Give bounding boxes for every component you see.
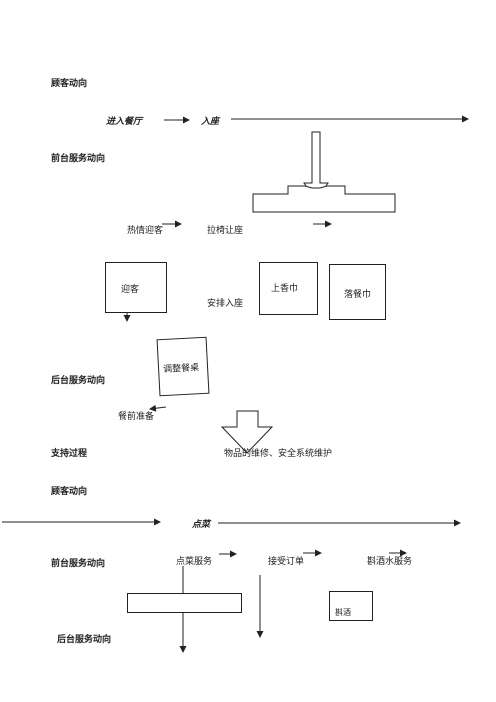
- seat-bar-shape: [252, 185, 396, 213]
- step-order-service: 点菜服务: [176, 557, 213, 567]
- step-accept-order: 接受订单: [268, 557, 305, 567]
- step-warm-welcome: 热情迎客: [127, 226, 164, 236]
- section-back-service: 后台服务动向: [51, 376, 106, 386]
- box-remove-cover: 落餐巾: [329, 264, 386, 320]
- box-remove-cover-label: 落餐巾: [344, 290, 372, 300]
- box-greet-label: 迎客: [121, 285, 140, 295]
- section-front-service-2: 前台服务动向: [51, 559, 106, 569]
- step-pull-chair: 拉椅让座: [207, 226, 244, 236]
- box-adjust-table: 调整餐桌: [156, 336, 210, 397]
- section-guest-flow-2: 顾客动向: [51, 487, 88, 497]
- box-towel: 上香巾: [259, 262, 318, 315]
- section-guest-flow: 顾客动向: [51, 79, 88, 89]
- section-support-process: 支持过程: [51, 449, 88, 459]
- box-towel-label: 上香巾: [271, 284, 299, 294]
- support-maintenance: 物品的维修、安全系统维护: [224, 449, 333, 459]
- step-order: 点菜: [192, 520, 211, 530]
- section-back-service-2: 后台服务动向: [57, 635, 112, 645]
- step-enter-restaurant: 进入餐厅: [106, 117, 143, 127]
- section-front-service: 前台服务动向: [51, 154, 106, 164]
- arrow-prep-left: [149, 404, 167, 412]
- step-drink-service: 斟酒水服务: [367, 557, 413, 567]
- step-arrange-seat: 安排入座: [207, 299, 244, 309]
- box-wine-label: 斟酒: [335, 608, 351, 617]
- box-adjust-table-label: 调整餐桌: [162, 363, 200, 376]
- step-be-seated: 入座: [201, 117, 220, 127]
- box-order-bar: [127, 593, 242, 613]
- step-pre-meal-prep: 餐前准备: [118, 412, 155, 422]
- big-down-arrow-support: [220, 410, 274, 454]
- box-greet: 迎客: [105, 262, 167, 313]
- box-wine: 斟酒: [329, 591, 373, 621]
